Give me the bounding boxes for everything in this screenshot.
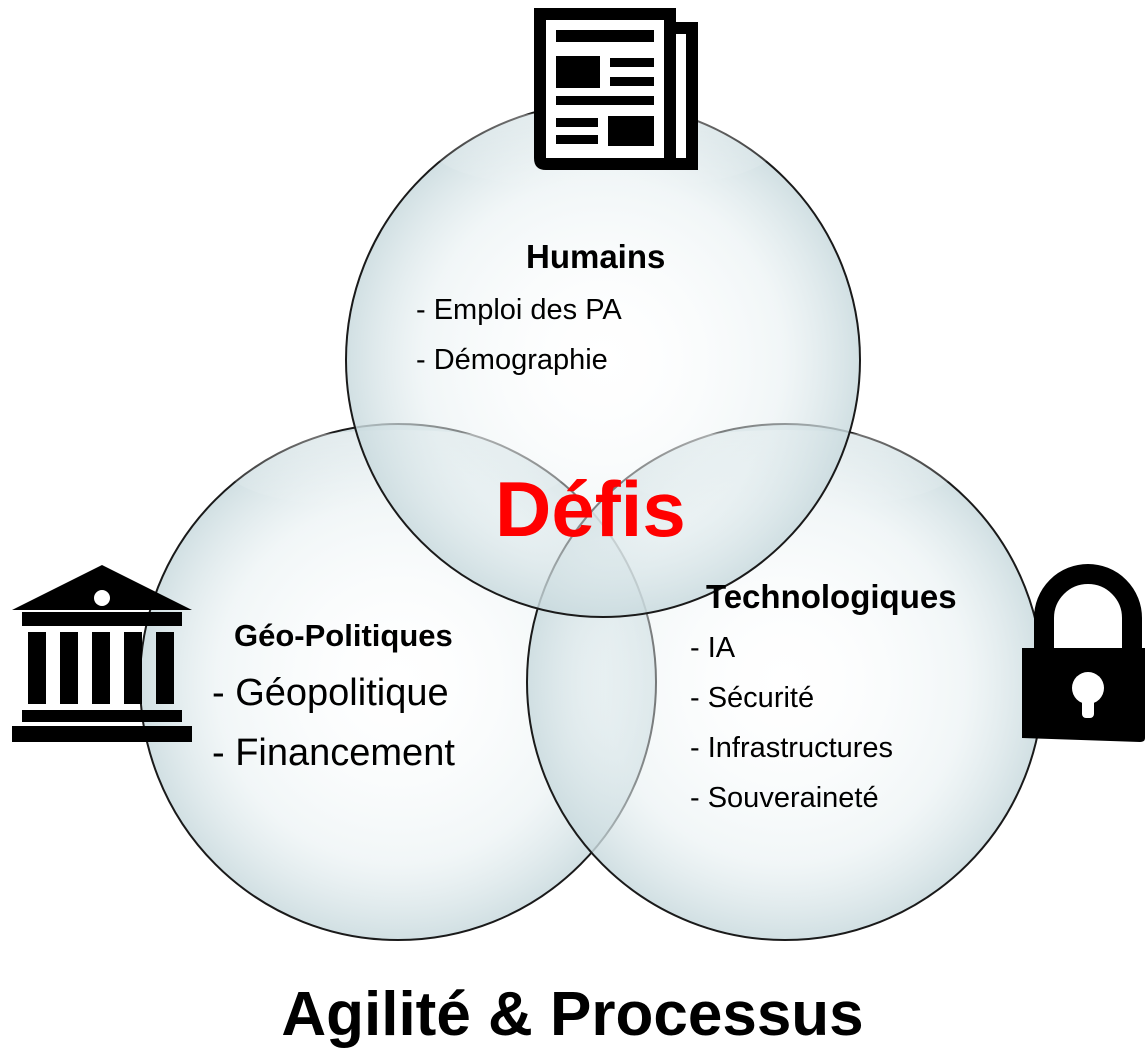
top-circle-item-1: - Emploi des PA [416, 294, 622, 326]
top-circle-title: Humains [526, 238, 666, 275]
right-circle-item-2: - Sécurité [690, 682, 815, 714]
right-circle-title: Technologiques [706, 578, 957, 615]
left-circle-title: Géo-Politiques [234, 618, 453, 653]
right-circle-item-1: - IA [690, 632, 736, 664]
left-circle-item-2: - Financement [212, 732, 455, 774]
padlock-icon [1022, 564, 1145, 742]
top-circle-item-2: - Démographie [416, 344, 608, 376]
bank-building-icon [12, 565, 192, 742]
right-circle-item-4: - Souveraineté [690, 782, 879, 814]
right-circle-item-3: - Infrastructures [690, 732, 894, 764]
left-circle-item-1: - Géopolitique [212, 672, 449, 714]
bottom-title: Agilité & Processus [281, 980, 864, 1049]
center-word: Défis [495, 465, 686, 553]
newspaper-icon [534, 8, 698, 170]
